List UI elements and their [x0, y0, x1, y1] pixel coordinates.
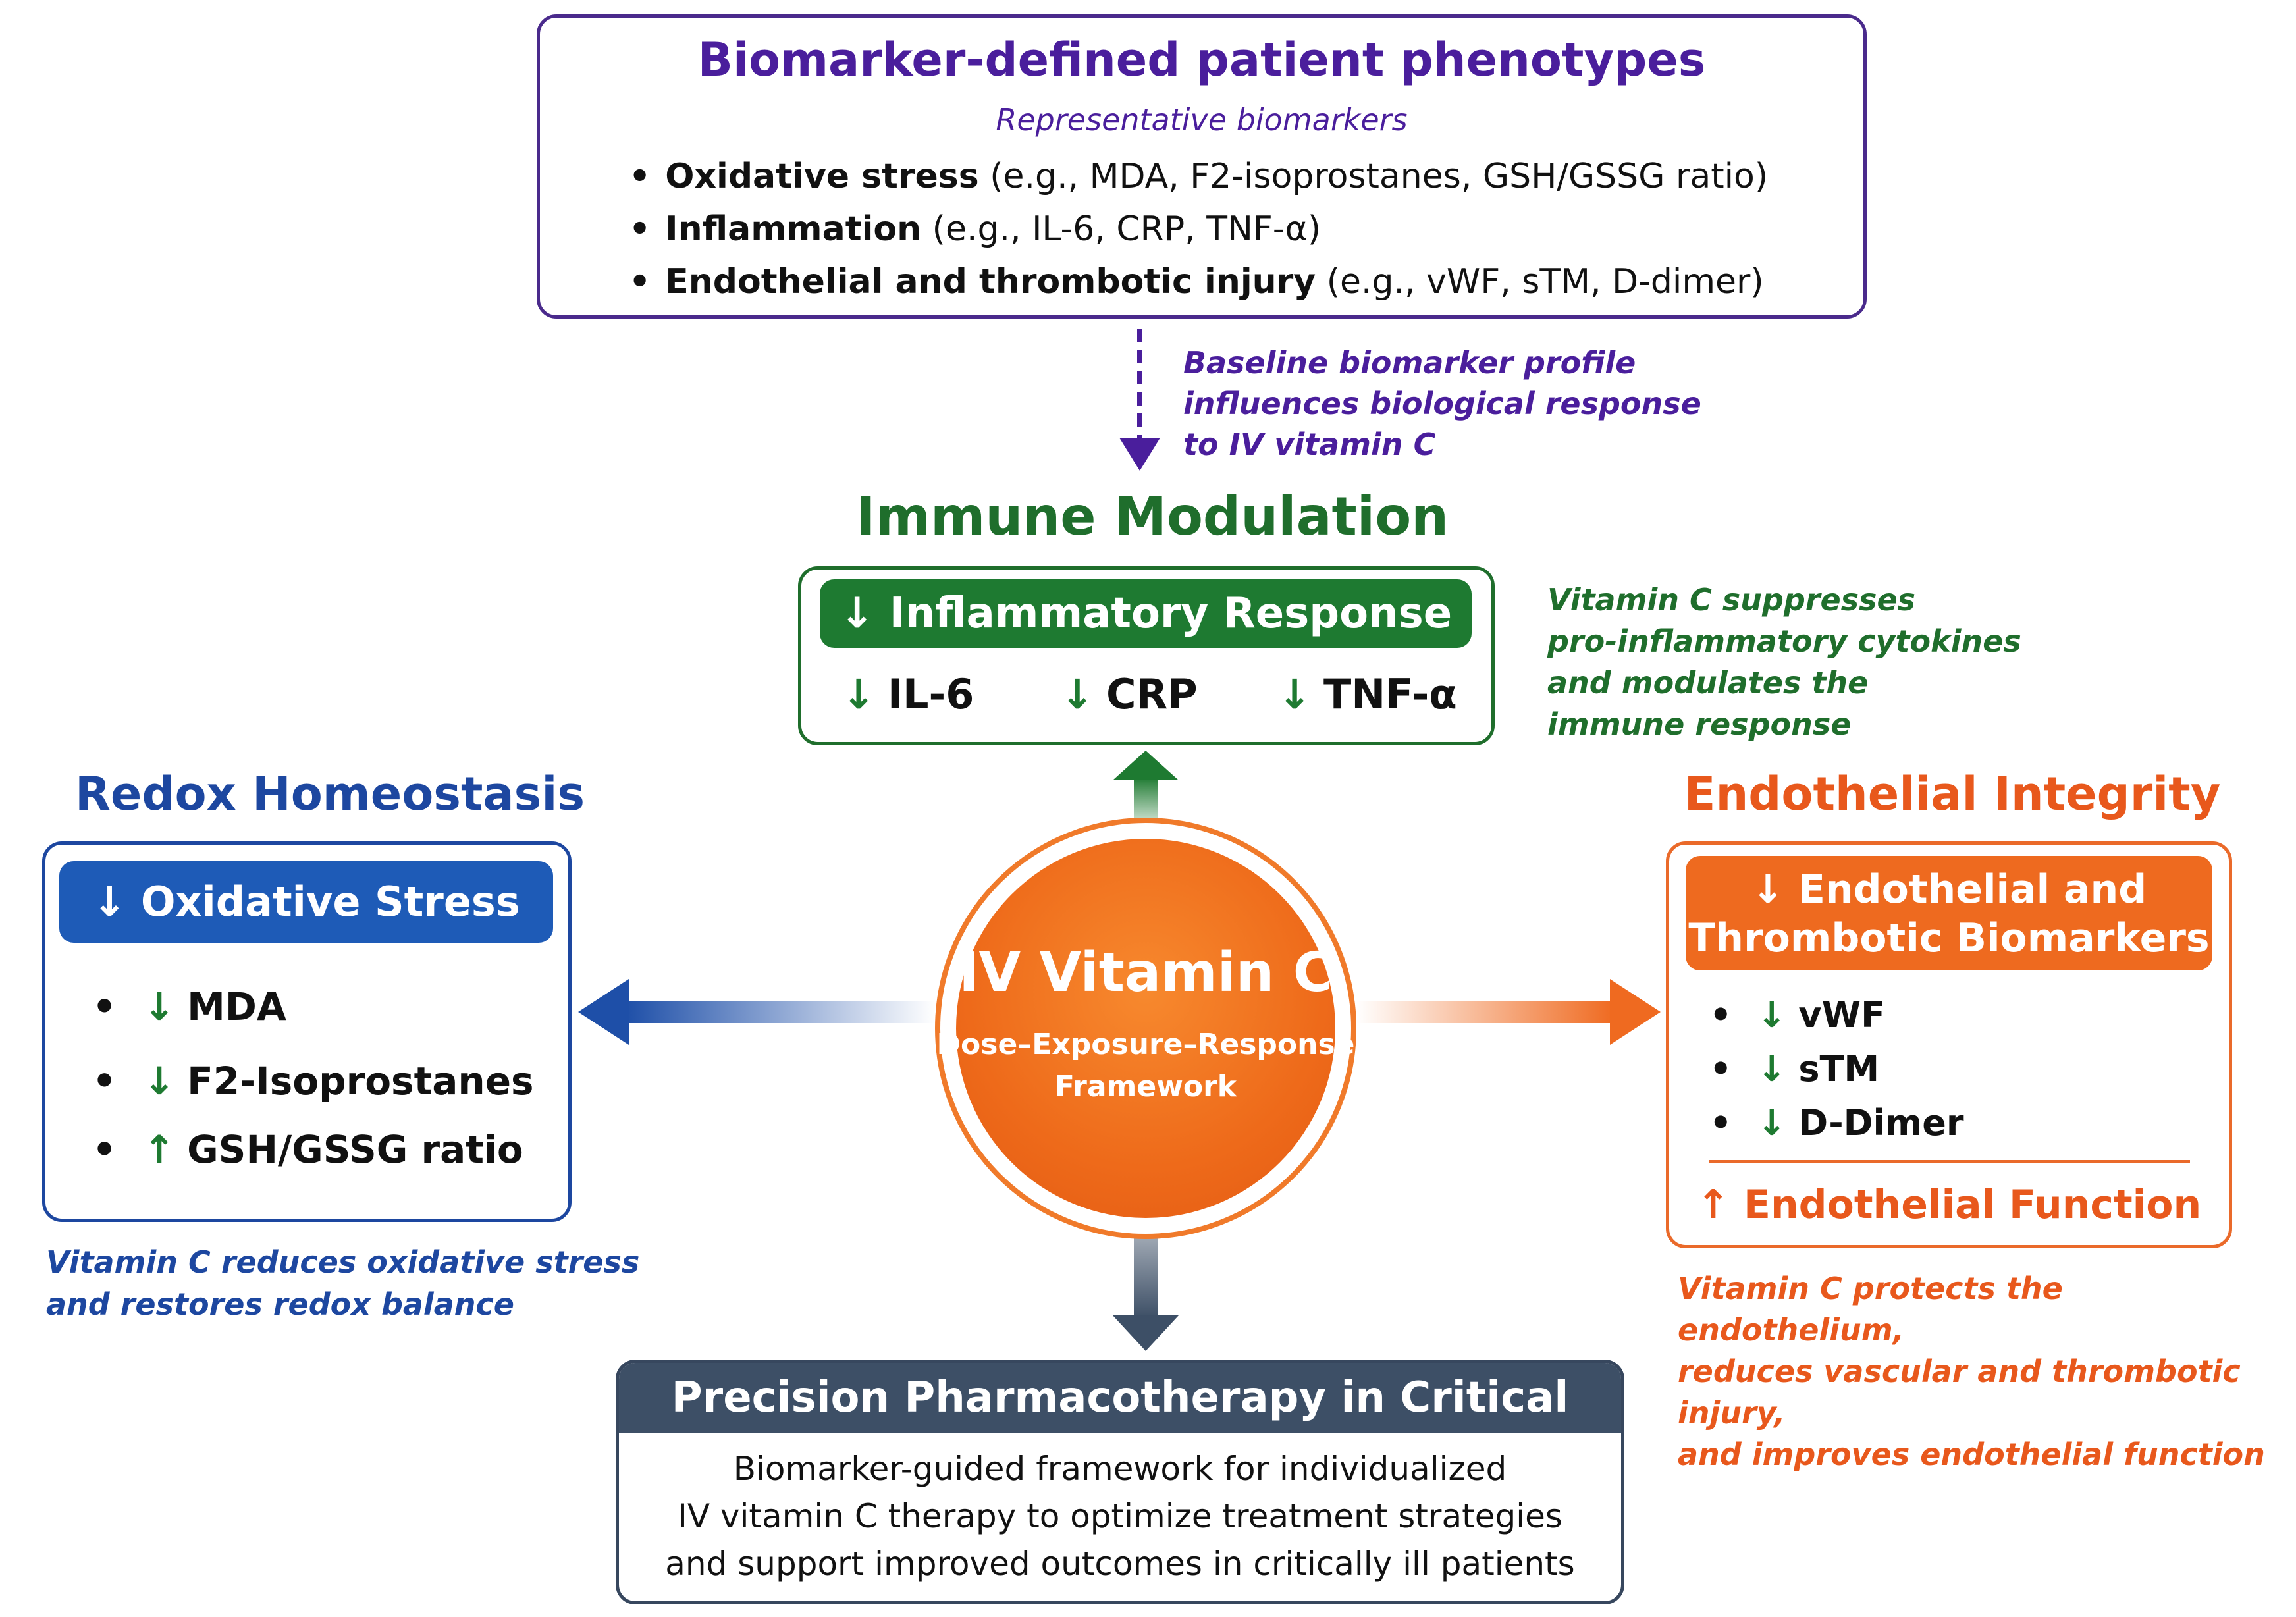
phenotype-item: Oxidative stress (e.g., MDA, F2-isoprost… — [629, 150, 1768, 203]
redox-marker: • ↓F2-Isoprostanes — [92, 1059, 534, 1103]
redox-bar: ↓ Oxidative Stress — [59, 861, 553, 943]
redox-arrow — [578, 979, 935, 1045]
down-arrow-icon: ↓ — [841, 670, 876, 718]
center-circle — [956, 839, 1335, 1218]
endothelial-arrow — [1356, 979, 1661, 1045]
down-arrow-icon: ↓ — [1277, 670, 1312, 718]
endothelial-note: Vitamin C protects the endothelium, redu… — [1678, 1271, 2265, 1472]
redox-note: Vitamin C reduces oxidative stress and r… — [46, 1244, 640, 1322]
outcome-arrow — [1113, 1238, 1179, 1351]
up-arrow-icon: ↑ — [143, 1127, 176, 1172]
immune-marker: ↓IL-6 — [841, 670, 974, 718]
phenotypes-title: Biomarker-defined patient phenotypes — [697, 33, 1706, 87]
endothelial-marker: • ↓sTM — [1709, 1048, 1880, 1090]
baseline-arrow — [1119, 329, 1160, 471]
immune-arrow — [1113, 751, 1179, 818]
redox-marker: • ↑GSH/GSSG ratio — [92, 1127, 523, 1172]
down-arrow-icon: ↓ — [143, 1059, 176, 1103]
down-arrow-icon: ↓ — [839, 589, 890, 638]
endothelial-function: ↑ Endothelial Function — [1696, 1182, 2202, 1228]
down-arrow-icon: ↓ — [1757, 1102, 1787, 1144]
down-arrow-icon: ↓ — [92, 878, 141, 926]
down-arrow-icon: ↓ — [1757, 1048, 1787, 1090]
baseline-note: Baseline biomarker profile influences bi… — [1183, 345, 1701, 462]
immune-marker: ↓CRP — [1060, 670, 1198, 718]
phenotypes-list: Oxidative stress (e.g., MDA, F2-isoprost… — [629, 150, 1768, 308]
redox-marker: • ↓MDA — [92, 984, 286, 1029]
immune-marker: ↓TNF-α — [1277, 670, 1457, 718]
outcome-title: Precision Pharmacotherapy in Critical Ca… — [619, 1363, 1621, 1492]
phenotype-item: Endothelial and thrombotic injury (e.g.,… — [629, 255, 1768, 308]
phenotypes-subtitle: Representative biomarkers — [996, 102, 1408, 138]
redox-heading: Redox Homeostasis — [75, 767, 585, 821]
down-arrow-icon: ↓ — [1757, 994, 1787, 1036]
center-subtitle: Dose–Exposure–Response Framework — [936, 1028, 1355, 1103]
outcome-text: Biomarker-guided framework for individua… — [665, 1450, 1575, 1583]
endothelial-marker: • ↓vWF — [1709, 994, 1886, 1036]
immune-note: Vitamin C suppresses pro-inflammatory cy… — [1547, 582, 2021, 742]
immune-bar: ↓ Inflammatory Response — [820, 579, 1472, 648]
phenotype-item: Inflammation (e.g., IL-6, CRP, TNF-α) — [629, 203, 1768, 255]
down-arrow-icon: ↓ — [1751, 866, 1798, 913]
endothelial-heading: Endothelial Integrity — [1684, 767, 2221, 821]
up-arrow-icon: ↑ — [1696, 1182, 1744, 1228]
down-arrow-icon: ↓ — [143, 984, 176, 1029]
immune-heading: Immune Modulation — [855, 486, 1449, 547]
endothelial-divider — [1709, 1160, 2190, 1163]
endothelial-bar: ↓ Endothelial and Thrombotic Biomarkers — [1686, 856, 2212, 970]
down-arrow-icon: ↓ — [1060, 670, 1094, 718]
center-title: IV Vitamin C — [959, 941, 1333, 1004]
endothelial-marker: • ↓D-Dimer — [1709, 1102, 1964, 1144]
